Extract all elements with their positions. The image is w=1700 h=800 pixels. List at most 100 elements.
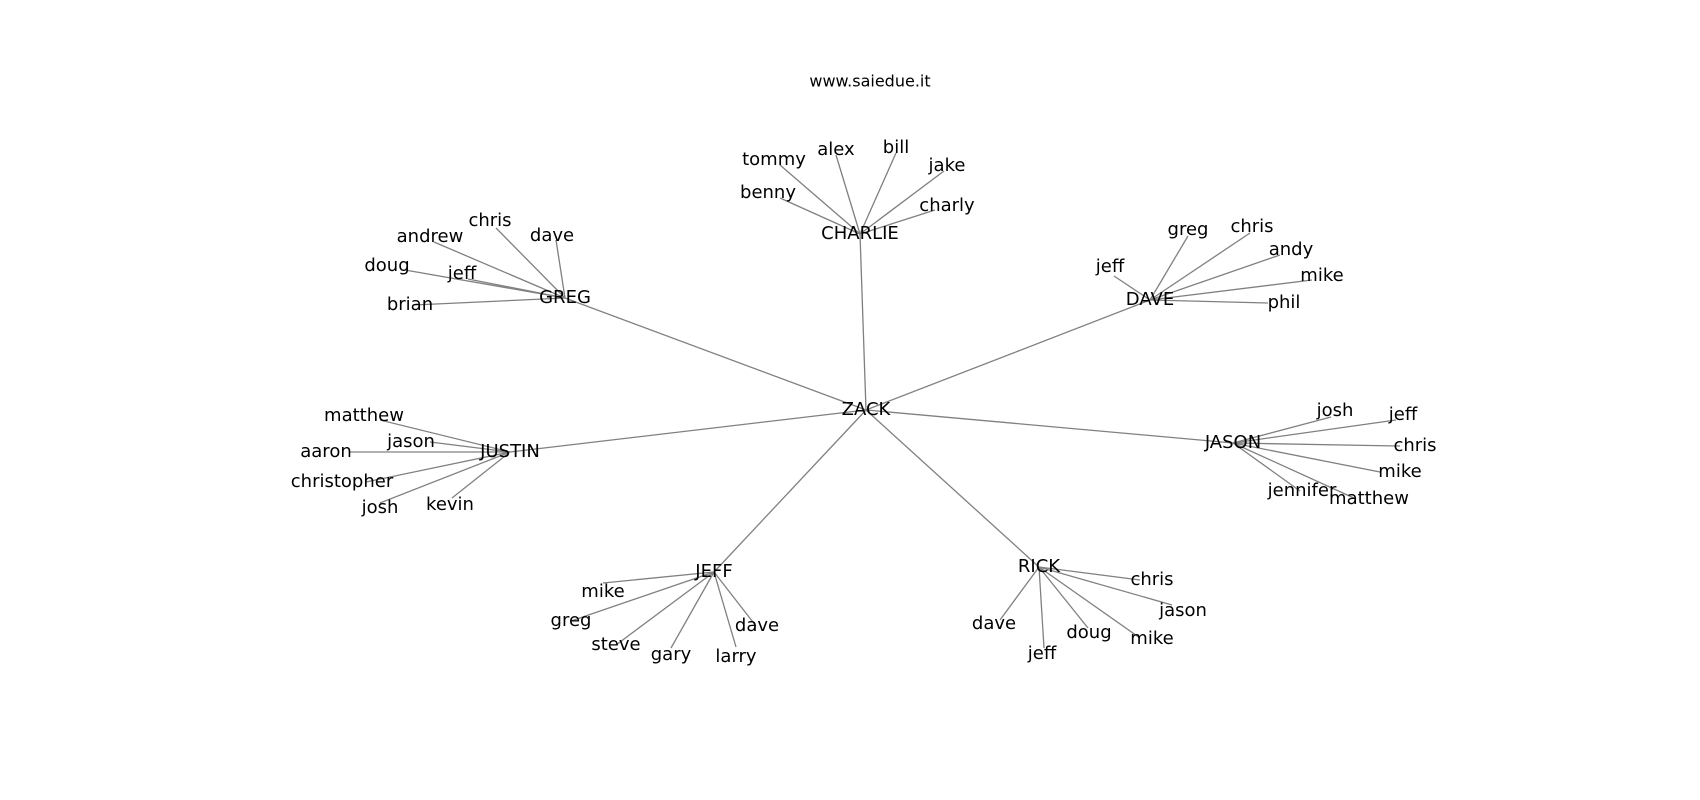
leaf-node-label: andrew: [397, 226, 464, 247]
edge-dave-to-mike: [1149, 279, 1313, 301]
leaf-node-label: bill: [883, 137, 909, 158]
leaf-node-label: doug: [364, 255, 409, 276]
edge-jason-to-josh: [1232, 416, 1332, 444]
edge-justin-to-matthew: [379, 419, 511, 453]
edge-greg-to-dave: [555, 239, 566, 299]
edge-greg-to-brian: [413, 297, 566, 306]
edge-charlie-to-jake: [859, 170, 945, 235]
leaf-node-label: phil: [1268, 292, 1301, 313]
edge-jeff-to-steve: [615, 571, 715, 646]
edge-greg-to-jeff: [467, 278, 566, 299]
leaf-node-label: kevin: [426, 494, 474, 515]
hub-node-label: JASON: [1204, 432, 1261, 453]
edge-dave-to-jeff: [1113, 275, 1151, 301]
edge-jeff-to-greg: [570, 571, 715, 622]
edge-jason-to-matthew: [1232, 442, 1357, 500]
edge-charlie-to-benny: [779, 197, 861, 235]
edge-jeff-to-larry: [713, 571, 737, 648]
leaf-node-label: tommy: [742, 149, 806, 170]
hub-node-label: DAVE: [1126, 289, 1174, 310]
edge-root-to-justin: [509, 409, 867, 453]
edge-dave-to-phil: [1149, 299, 1269, 304]
leaf-node-label: steve: [591, 634, 640, 655]
leaf-node-label: jake: [928, 155, 966, 176]
edge-root-to-greg: [564, 297, 867, 411]
hub-node-label: JEFF: [694, 561, 732, 582]
edge-dave-to-greg: [1149, 235, 1189, 301]
edge-rick-to-chris: [1038, 566, 1141, 581]
leaf-node-label: brian: [387, 294, 433, 315]
leaf-node-label: chris: [1230, 216, 1273, 237]
leaf-node-label: aaron: [300, 441, 352, 462]
hub-node-label: CHARLIE: [821, 223, 899, 244]
leaf-node-label: mike: [581, 581, 624, 602]
edge-rick-to-mike: [1038, 566, 1141, 639]
leaf-node-label: mike: [1300, 265, 1343, 286]
leaf-node-label: jason: [386, 431, 435, 452]
leaf-node-label: dave: [972, 613, 1016, 634]
edge-dave-to-chris: [1149, 232, 1251, 301]
edge-charlie-to-alex: [835, 154, 861, 235]
leaf-node-label: matthew: [324, 405, 404, 426]
leaf-node-label: dave: [735, 615, 779, 636]
leaf-node-label: alex: [817, 139, 855, 160]
edge-jason-to-chris: [1232, 442, 1401, 447]
edge-charlie-to-bill: [859, 152, 897, 235]
edge-root-to-charlie: [859, 233, 867, 411]
edge-rick-to-jason: [1038, 566, 1173, 606]
edge-greg-to-chris: [495, 227, 566, 299]
leaf-node-label: jason: [1158, 600, 1207, 621]
edge-jeff-to-dave: [713, 571, 757, 627]
leaf-node-label: mike: [1378, 461, 1421, 482]
leaf-node-label: jeff: [447, 263, 477, 284]
leaf-node-label: chris: [1393, 435, 1436, 456]
edge-jeff-to-mike: [602, 571, 715, 584]
leaf-node-label: charly: [919, 195, 975, 216]
watermark-caption: www.saiedue.it: [809, 72, 930, 91]
edge-root-to-dave: [865, 299, 1151, 411]
leaf-node-label: larry: [715, 646, 757, 667]
edge-rick-to-dave: [999, 566, 1040, 621]
leaf-node-label: josh: [1316, 400, 1354, 421]
leaf-node-label: mike: [1130, 628, 1173, 649]
leaf-node-label: dave: [530, 225, 574, 246]
graph-labels: ZACK CHARLIE tommy alex bill jake benny charlyG…: [291, 137, 1437, 667]
leaf-node-label: josh: [361, 497, 399, 518]
edge-jason-to-jeff: [1232, 419, 1397, 444]
graph-edges: [350, 152, 1401, 649]
leaf-node-label: chris: [468, 210, 511, 231]
leaf-node-label: jennifer: [1267, 480, 1337, 501]
leaf-node-label: andy: [1269, 239, 1314, 260]
edge-jason-to-mike: [1232, 442, 1381, 473]
leaf-node-label: gary: [651, 644, 692, 665]
leaf-node-label: greg: [551, 610, 592, 631]
edge-rick-to-jeff: [1038, 566, 1045, 649]
leaf-node-label: benny: [740, 182, 796, 203]
leaf-node-label: matthew: [1329, 488, 1409, 509]
edge-root-to-rick: [865, 409, 1040, 568]
edge-root-to-jeff: [713, 409, 867, 573]
edge-root-to-jason: [865, 409, 1234, 444]
leaf-node-label: jeff: [1388, 404, 1418, 425]
edge-charlie-to-charly: [859, 209, 936, 235]
leaf-node-label: jeff: [1027, 643, 1057, 664]
leaf-node-label: doug: [1066, 622, 1111, 643]
edge-charlie-to-tommy: [779, 164, 861, 235]
leaf-node-label: greg: [1168, 219, 1209, 240]
edge-jeff-to-gary: [670, 571, 715, 649]
hub-node-label: GREG: [539, 287, 591, 308]
edge-justin-to-christopher: [365, 451, 511, 483]
leaf-node-label: christopher: [291, 471, 394, 492]
edge-rick-to-doug: [1038, 566, 1089, 629]
leaf-node-label: jeff: [1095, 256, 1125, 277]
edge-justin-to-josh: [379, 451, 511, 504]
edge-dave-to-andy: [1149, 254, 1281, 301]
edge-justin-to-jason: [429, 441, 511, 453]
edge-jason-to-jennifer: [1232, 442, 1301, 492]
edge-justin-to-kevin: [451, 451, 511, 499]
edge-greg-to-andrew: [433, 241, 566, 299]
hub-node-label: RICK: [1018, 556, 1061, 577]
leaf-node-label: chris: [1130, 569, 1173, 590]
root-node-label: ZACK: [842, 399, 892, 420]
